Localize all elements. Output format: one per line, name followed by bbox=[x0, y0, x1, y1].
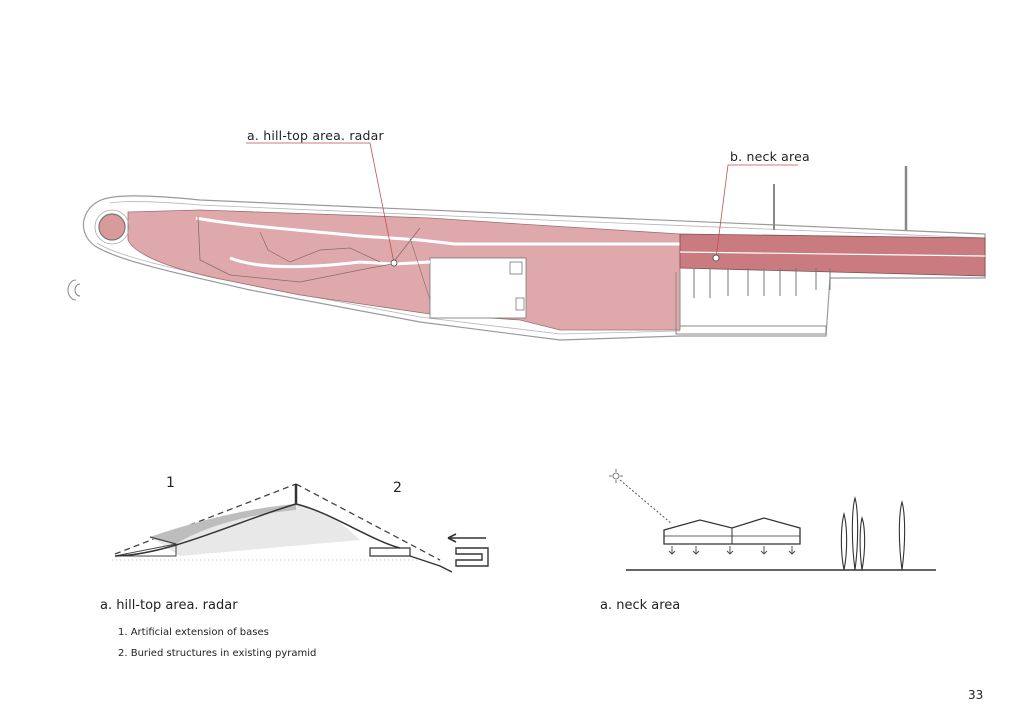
buried-structure bbox=[455, 547, 489, 567]
neck-highlight bbox=[679, 233, 986, 277]
pier-outline bbox=[83, 195, 986, 341]
end-roundabout bbox=[98, 213, 126, 241]
sun-icon bbox=[609, 469, 623, 483]
callout-a-leader bbox=[246, 142, 395, 264]
hilltop-highlight bbox=[127, 209, 681, 331]
callout-neck: b. neck area bbox=[730, 149, 810, 164]
section-neck-caption: a. neck area bbox=[600, 598, 681, 613]
neck-buildings bbox=[663, 517, 801, 545]
callout-b-leader bbox=[715, 164, 798, 259]
note-2: 2. Buried structures in existing pyramid bbox=[118, 648, 317, 659]
trees bbox=[840, 496, 906, 571]
section-label-2: 2 bbox=[393, 480, 402, 496]
note-1: 1. Artificial extension of bases bbox=[118, 627, 269, 638]
callout-hilltop: a. hill-top area. radar bbox=[247, 128, 384, 143]
section-label-1: 1 bbox=[166, 475, 175, 491]
earth-mound bbox=[150, 504, 360, 556]
section-hilltop-caption: a. hill-top area. radar bbox=[100, 598, 238, 613]
page-number: 33 bbox=[968, 688, 984, 702]
